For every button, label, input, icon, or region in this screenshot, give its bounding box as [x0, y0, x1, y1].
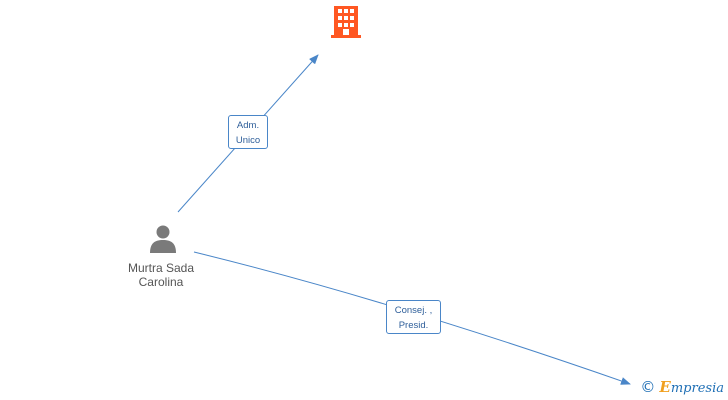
edge-label-adm-unico: Adm. Unico [228, 115, 268, 149]
edge-label-consej-presid: Consej. , Presid. [386, 300, 441, 334]
edge-label-line: Adm. [236, 120, 260, 131]
brand-rest: mpresia [670, 381, 724, 396]
person-name-line: Carolina [138, 275, 184, 289]
building-icon[interactable] [331, 6, 361, 38]
brand-logo: Empresia [659, 378, 724, 396]
edge-label-line: Presid. [398, 320, 429, 331]
person-name-line: Murtra Sada [127, 261, 195, 275]
person-icon[interactable] [150, 225, 176, 254]
edge-label-line: Unico [235, 135, 261, 146]
brand-initial: E [659, 378, 671, 396]
person-name-label[interactable]: Murtra Sada Carolina [106, 261, 216, 289]
edge-label-line: Consej. , [394, 305, 433, 316]
empresia-watermark: © Empresia [640, 376, 724, 398]
copyright-icon: © [640, 378, 656, 396]
